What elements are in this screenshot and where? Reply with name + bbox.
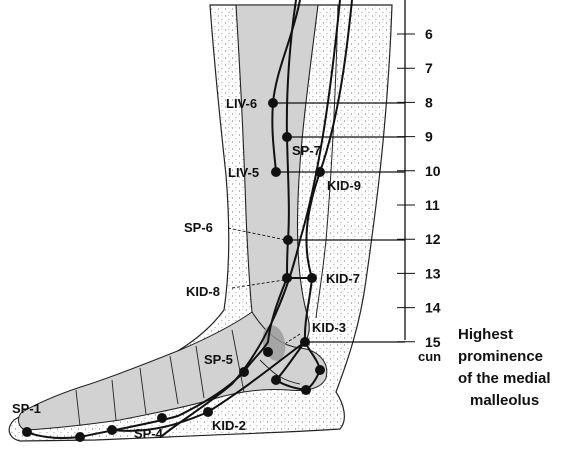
annotation-line-3: of the medial: [458, 370, 551, 387]
scale-label-9: 9: [425, 129, 433, 145]
point-kid9: [315, 167, 325, 177]
point-sp5: [263, 347, 273, 357]
scale-label-6: 6: [425, 26, 433, 42]
point-sp6: [283, 235, 293, 245]
annotation-line-2: prominence: [458, 348, 543, 365]
point-kid2: [203, 407, 213, 417]
scale-label-12: 12: [425, 231, 441, 247]
label-sp6: SP-6: [184, 220, 213, 235]
scale-label-14: 14: [425, 300, 441, 316]
label-sp7: SP-7: [292, 143, 321, 158]
label-kid3: KID-3: [312, 320, 346, 335]
point-sp7: [282, 132, 292, 142]
label-sp1: SP-1: [12, 401, 41, 416]
point-sp1b: [75, 432, 85, 442]
scale-label-11: 11: [425, 197, 440, 213]
annotation-line-4: malleolus: [470, 392, 539, 409]
label-kid8: KID-8: [186, 284, 220, 299]
point-sp2: [107, 425, 117, 435]
point-kid4: [315, 365, 325, 375]
label-sp5: SP-5: [204, 352, 233, 367]
point-liv5: [271, 167, 281, 177]
point-kid6: [271, 375, 281, 385]
point-sp3: [239, 367, 249, 377]
scale-label-10: 10: [425, 163, 441, 179]
point-kid7: [307, 273, 317, 283]
point-sp1: [22, 427, 32, 437]
scale-label-8: 8: [425, 94, 433, 110]
label-liv6: LIV-6: [226, 96, 257, 111]
point-liv6: [268, 98, 278, 108]
malleolus-annotation: Highest prominence of the medial malleol…: [458, 326, 551, 409]
label-kid9: KID-9: [327, 178, 361, 193]
point-kid3: [300, 337, 310, 347]
point-kid8: [282, 273, 292, 283]
point-sp4: [157, 413, 167, 423]
scale-unit-label: cun: [418, 349, 441, 364]
label-kid7: KID-7: [326, 271, 360, 286]
point-kid5: [301, 385, 311, 395]
label-kid2: KID-2: [212, 418, 246, 433]
annotation-line-1: Highest: [458, 326, 513, 343]
label-sp4: SP-4: [134, 426, 164, 441]
cun-scale: 6 7 8 9 10 11 12 13 14 15 cun: [397, 0, 441, 364]
scale-label-15: 15: [425, 334, 441, 350]
scale-label-7: 7: [425, 60, 433, 76]
scale-label-13: 13: [425, 265, 441, 281]
label-liv5: LIV-5: [228, 165, 259, 180]
